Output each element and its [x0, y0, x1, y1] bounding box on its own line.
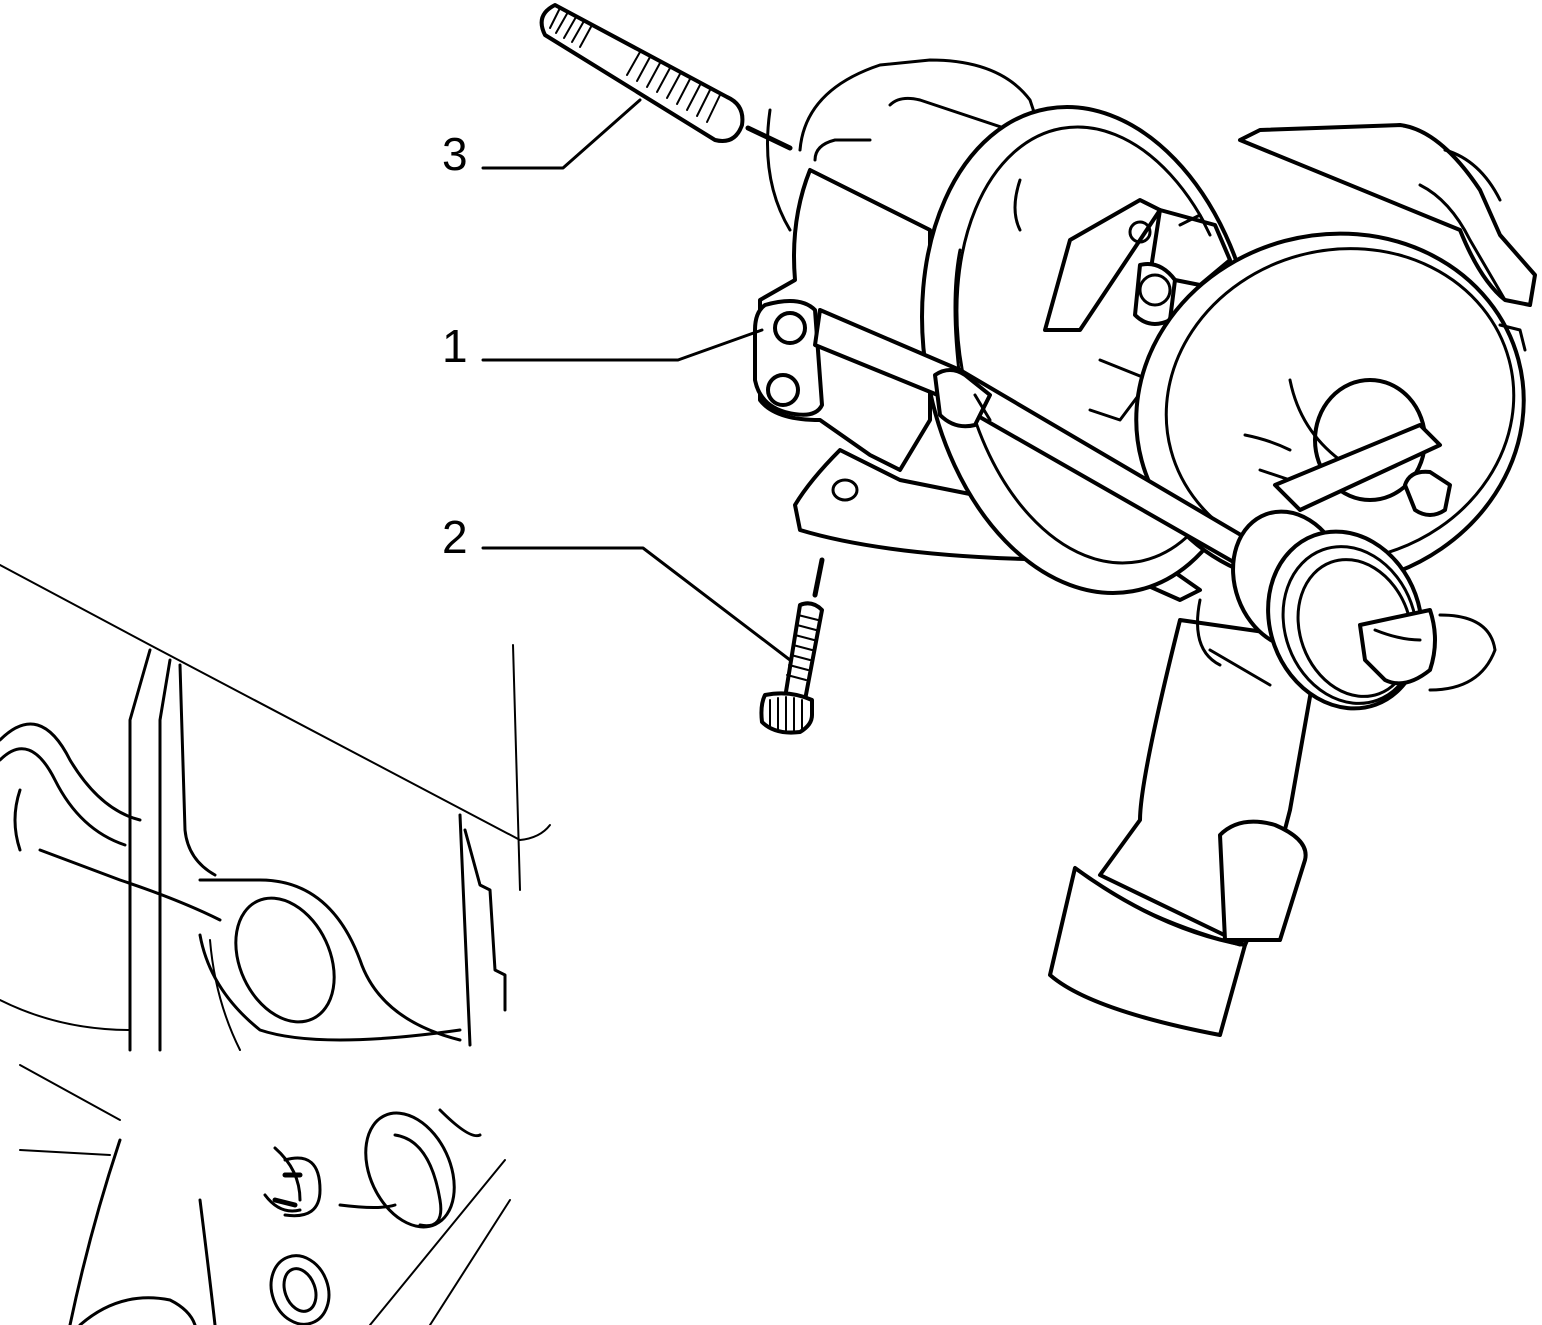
callout-label-3: 3: [442, 128, 468, 180]
callout-leaders: [481, 98, 792, 662]
callout-label-1: 1: [442, 320, 468, 372]
turbocharger-assembly: [753, 58, 1537, 1037]
stud-part-3: [539, 3, 745, 143]
callout-label-2: 2: [442, 511, 468, 563]
alignment-dash-screw: [812, 557, 825, 598]
screw-part-2: [759, 601, 824, 735]
engine-block: [0, 564, 551, 1325]
